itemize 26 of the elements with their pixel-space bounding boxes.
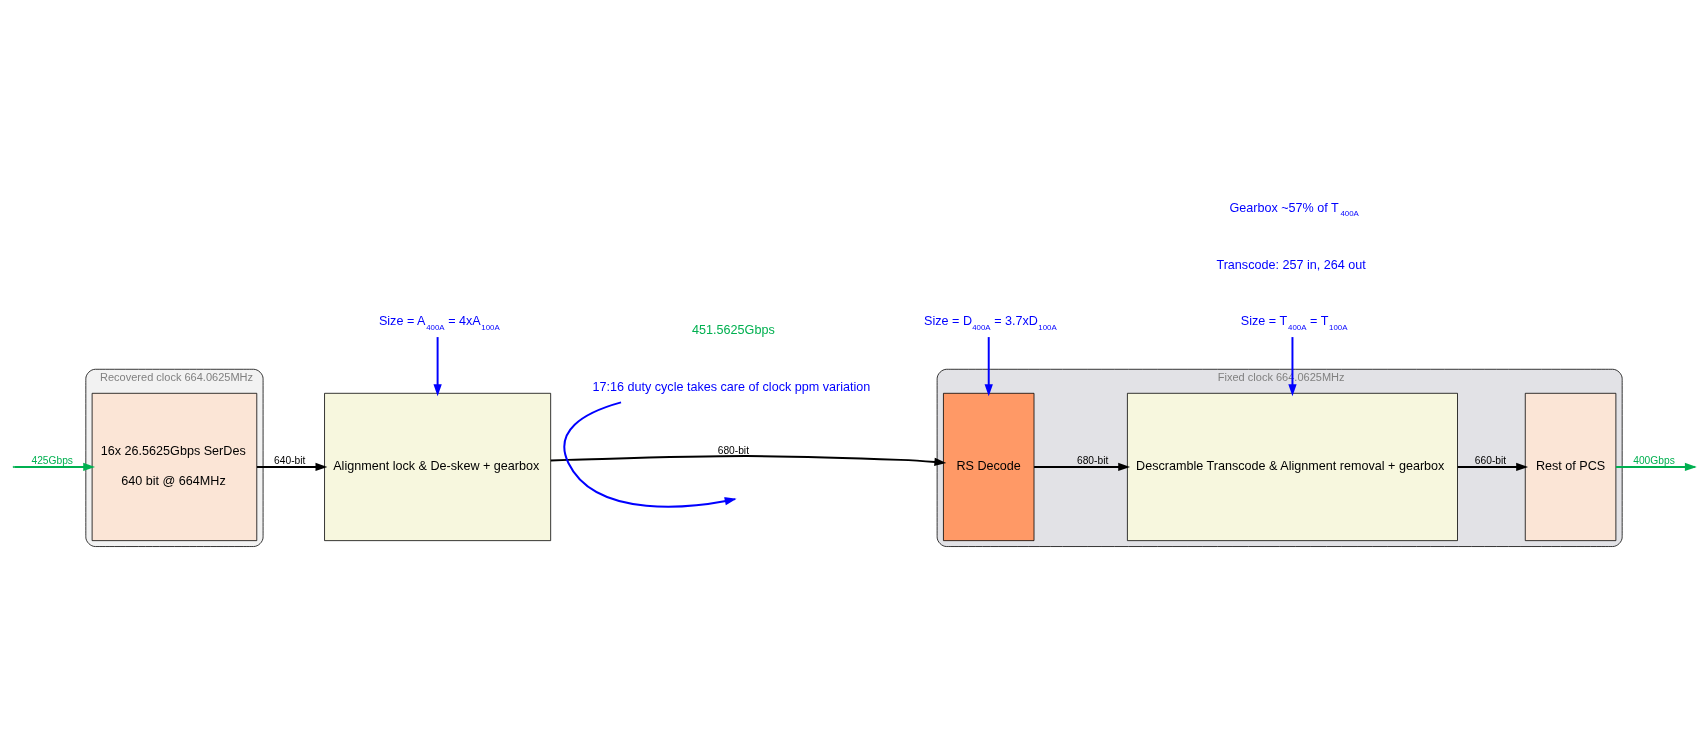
edge-label: 640-bit [274, 455, 306, 467]
node-text: 17:16 duty cycle takes care of clock ppm variation [592, 380, 871, 395]
edge-label: 660-bit [1474, 455, 1507, 467]
arrow [255, 462, 328, 472]
arrow [549, 455, 947, 467]
edge-label: 680-bit [717, 444, 749, 456]
node-box: RS Decode [943, 392, 1035, 542]
arrow [13, 462, 96, 472]
arrow [1033, 462, 1131, 472]
arrow [1456, 462, 1528, 472]
arrow [433, 336, 442, 397]
edge-label: 400Gbps [1633, 455, 1675, 467]
node-box: Alignment lock & De-skew + gearbox [324, 392, 552, 542]
edge-label: 425Gbps [31, 455, 73, 467]
node-box: 16x 26.5625Gbps SerDes 640 bit @ 664MHz [91, 392, 258, 542]
label: Transcode: 257 in, 264 out [1216, 258, 1366, 273]
node-text: Size = D$_{400A}$ = 3.7xD$_{100A}$ [924, 313, 1057, 332]
arrow [984, 336, 993, 397]
label: Gearbox ~57% of T$_{400A}$ [1229, 200, 1359, 219]
arrow [1288, 336, 1297, 397]
edge-label: 680-bit [1076, 455, 1109, 467]
node-text: Size = A$_{400A}$ = 4xA$_{100A}$ [378, 313, 500, 332]
node-box: Descramble Transcode & Alignment removal + gearbox [1127, 392, 1458, 542]
node-text: Size = T$_{400A}$ = T$_{100A}$ [1240, 313, 1348, 332]
label: 451.5625Gbps [692, 323, 775, 338]
node-box: Rest of PCS [1524, 392, 1617, 542]
